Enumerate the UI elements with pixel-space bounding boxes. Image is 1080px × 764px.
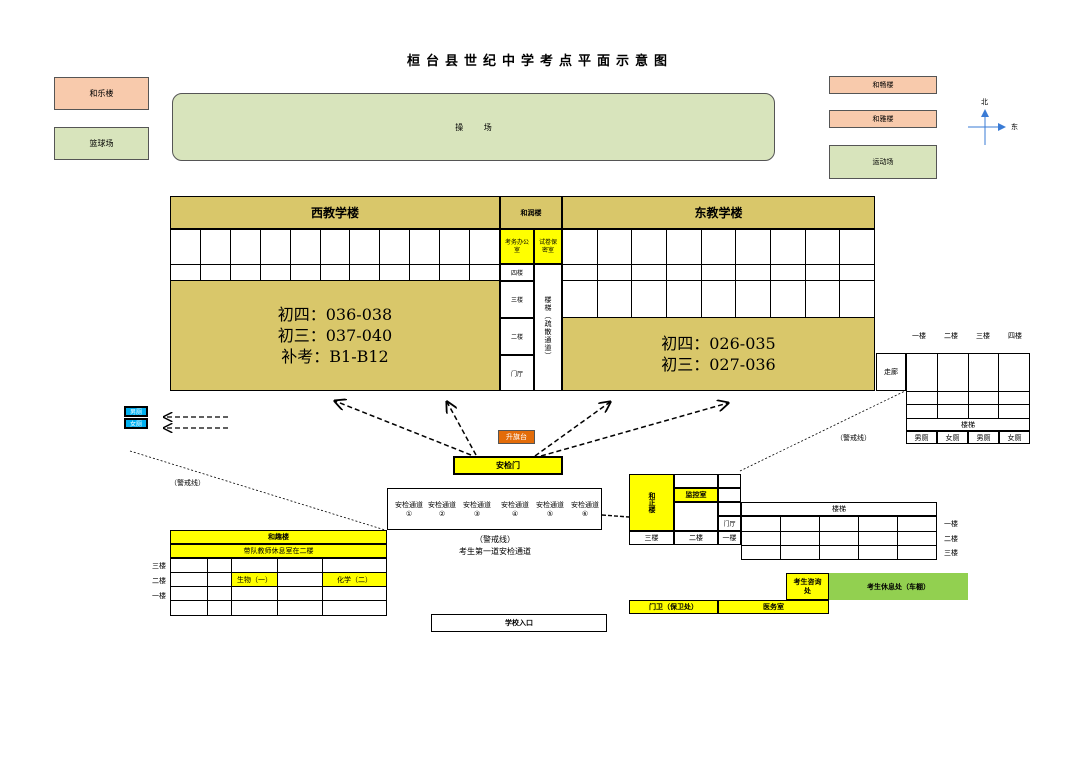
flag-platform: 升旗台 — [498, 430, 535, 444]
hezheng-cell-b — [718, 474, 741, 488]
biology-room: 生物（一） — [231, 572, 278, 587]
security-channel-2: 安检通道② — [428, 501, 456, 518]
left-toilet-female: 女厕 — [124, 418, 148, 429]
arrow-to-east-1 — [534, 402, 610, 457]
rb-toilet-f2: 女厕 — [999, 431, 1030, 444]
cordon-label-center: （警戒线） — [475, 534, 515, 544]
east-rooms-grid — [562, 229, 875, 318]
herun-floor4: 四楼 — [500, 264, 534, 281]
cordon-label-left: （警戒线） — [170, 479, 205, 487]
guard-room: 门卫（保卫处） — [629, 600, 718, 614]
security-gate: 安检门 — [453, 456, 563, 475]
consultation-desk: 考生咨询处 — [786, 573, 829, 600]
hezheng-side-floor1: 一楼 — [944, 520, 958, 528]
cordon-label-right: （警戒线） — [836, 434, 871, 442]
hequ-floor2: 二楼 — [152, 577, 166, 585]
hezheng-building: 和正楼 — [629, 474, 674, 531]
security-channel-1: 安检通道① — [395, 501, 423, 518]
cordon-line-right — [739, 390, 906, 472]
hequ-building-title: 和趣楼 — [170, 530, 387, 544]
monitor-room: 监控室 — [674, 488, 718, 502]
compass-icon — [968, 109, 1006, 145]
east-exam-rooms: 初四：026-035 初三：027-036 — [562, 317, 875, 391]
herun-floor3: 三楼 — [500, 281, 534, 318]
east-rooms-line2: 初三：027-036 — [661, 355, 776, 374]
rb-toilet-m1: 男厕 — [906, 431, 937, 444]
chemistry-room: 化学（二） — [322, 572, 387, 587]
rb-toilet-m2: 男厕 — [968, 431, 999, 444]
west-rooms-line2: 初三：037-040 — [277, 326, 393, 345]
cordon-line-center — [601, 514, 630, 518]
hezheng-cell-e — [718, 502, 741, 516]
rb-toilet-f1: 女厕 — [937, 431, 968, 444]
hequ-floor1: 一楼 — [152, 592, 166, 600]
hezheng-name: 和正楼 — [648, 492, 656, 513]
rb-floor2: 二楼 — [944, 332, 958, 340]
route-arrows — [164, 401, 728, 457]
paper-security-room: 试卷保密室 — [534, 229, 562, 264]
hezheng-cell-a — [674, 474, 718, 488]
security-channel-6: 安检通道⑥ — [571, 501, 599, 518]
hezheng-grid — [741, 516, 937, 560]
arrow-to-west-2 — [447, 402, 477, 456]
security-channels — [387, 488, 602, 530]
building-hechang: 和畅楼 — [829, 76, 937, 94]
west-building-title: 西教学楼 — [170, 196, 500, 229]
evacuation-stairs-label: 楼梯（疏散通道） — [544, 295, 552, 360]
right-block-grid — [906, 353, 1030, 419]
west-rooms-grid — [170, 229, 500, 281]
rb-floor4: 四楼 — [1008, 332, 1022, 340]
east-building-title: 东教学楼 — [562, 196, 875, 229]
security-channel-3: 安检通道③ — [463, 501, 491, 518]
west-rooms-line3: 补考：B1-B12 — [281, 347, 389, 366]
security-channel-5: 安检通道⑤ — [536, 501, 564, 518]
hezheng-row-floor2: 二楼 — [674, 531, 718, 545]
hezheng-lobby: 门厅 — [718, 516, 741, 531]
hezheng-row-floor3: 三楼 — [629, 531, 674, 545]
exam-office: 考务办公室 — [500, 229, 534, 264]
herun-building-title: 和润楼 — [500, 196, 562, 229]
hezheng-side-floor2: 二楼 — [944, 535, 958, 543]
teacher-rest-note: 带队教师休息室在二楼 — [170, 544, 387, 558]
corridor: 走廊 — [876, 353, 906, 391]
herun-floor2: 二楼 — [500, 318, 534, 355]
arrow-to-east-2 — [540, 403, 728, 457]
evacuation-stairs: 楼梯（疏散通道） — [534, 264, 562, 391]
security-channel-4: 安检通道④ — [501, 501, 529, 518]
cordon-line-left — [129, 450, 386, 531]
basketball-court: 篮球场 — [54, 127, 149, 160]
channel-caption: 考生第一道安检通道 — [459, 546, 531, 556]
west-rooms-line1: 初四：036-038 — [277, 305, 393, 324]
hezheng-stairs: 楼梯 — [741, 502, 937, 516]
hequ-floor3: 三楼 — [152, 562, 166, 570]
building-hele: 和乐楼 — [54, 77, 149, 110]
compass-east-label: 东 — [1011, 123, 1018, 131]
hezheng-row-floor1: 一楼 — [718, 531, 741, 545]
compass-north-label: 北 — [981, 98, 988, 106]
west-exam-rooms: 初四：036-038 初三：037-040 补考：B1-B12 — [170, 280, 500, 391]
arrow-to-west-1 — [335, 401, 472, 456]
sports-field: 运动场 — [829, 145, 937, 179]
student-rest-area: 考生休息处（车棚） — [829, 573, 968, 600]
playground: 操 场 — [172, 93, 775, 161]
rb-floor3: 三楼 — [976, 332, 990, 340]
herun-lobby: 门厅 — [500, 355, 534, 391]
left-toilet-male: 男厕 — [124, 406, 148, 417]
hequ-grid: 生物（一） 化学（二） — [170, 558, 387, 616]
clinic: 医务室 — [718, 600, 829, 614]
rb-floor1: 一楼 — [912, 332, 926, 340]
school-entrance: 学校入口 — [431, 614, 607, 632]
page-title: 桓台县世纪中学考点平面示意图 — [406, 53, 673, 69]
east-rooms-line1: 初四：026-035 — [661, 334, 776, 353]
hezheng-cell-d — [674, 502, 718, 531]
building-heya: 和雅楼 — [829, 110, 937, 128]
hezheng-side-floor3: 三楼 — [944, 549, 958, 557]
hezheng-cell-c — [718, 488, 741, 502]
right-block-stairs: 楼梯 — [906, 418, 1030, 431]
